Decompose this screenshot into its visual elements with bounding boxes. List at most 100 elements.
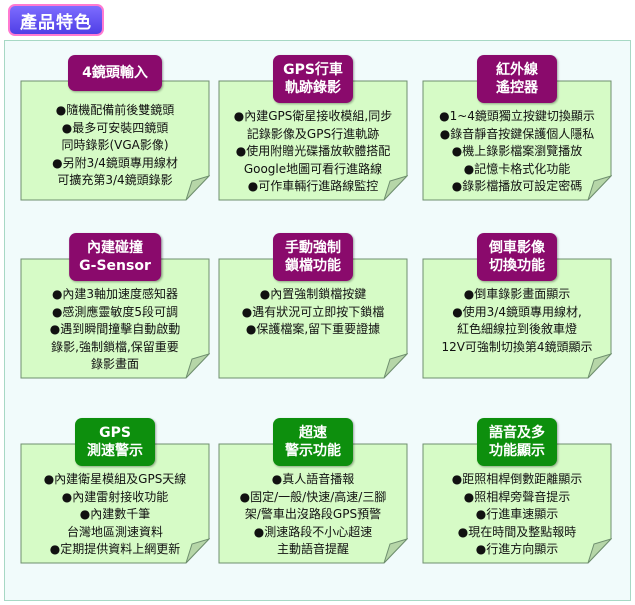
feature-title-badge: 紅外線遙控器 xyxy=(477,55,557,103)
feature-line: ●可作車輛行進路線監控 xyxy=(247,179,379,193)
feature-line: 記錄影像及GPS行進軌跡 xyxy=(246,126,380,141)
feature-title: 4鏡頭輸入 xyxy=(82,65,148,81)
feature-line: ●行進方向顯示 xyxy=(475,542,559,556)
feature-line: ●內置強制鎖檔按鍵 xyxy=(259,287,367,301)
feature-card: ●隨機配備前後雙鏡頭 ●最多可安裝四鏡頭同時錄影(VGA影像) ●另附3/4鏡頭專用… xyxy=(20,55,210,201)
feature-description: ●隨機配備前後雙鏡頭 ●最多可安裝四鏡頭同時錄影(VGA影像) ●另附3/4鏡頭專用… xyxy=(22,102,208,190)
section-title-tab: 產品特色 xyxy=(8,4,104,36)
sticky-note: ●內建衛星模組及GPS天線 ●內建雷射接收功能 ●內建數千筆台灣地區測速資料 ●定期提… xyxy=(20,443,210,564)
feature-line: ●定期提供資料上網更新 xyxy=(49,542,181,556)
feature-title: 內建碰撞 xyxy=(86,240,143,256)
feature-line: 可擴充第3/4鏡頭錄影 xyxy=(57,173,173,187)
feature-line: ●錄影檔播放可設定密碼 xyxy=(451,179,583,193)
feature-line: 架/警車出沒路段GPS預警 xyxy=(244,507,382,521)
feature-line: Google地圖可看行進路線 xyxy=(243,161,383,176)
feature-title: 測速警示 xyxy=(87,443,143,459)
feature-title: G-Sensor xyxy=(79,258,151,274)
feature-line: ●保護檔案,留下重要證據 xyxy=(245,322,381,336)
feature-title: 遙控器 xyxy=(496,80,538,96)
feature-line: ●內建3軸加速度感知器 xyxy=(51,287,179,301)
feature-description: ●內建衛星模組及GPS天線 ●內建雷射接收功能 ●內建數千筆台灣地區測速資料 ●定期提… xyxy=(22,471,208,559)
feature-title: GPS xyxy=(99,425,131,441)
sticky-note: ●隨機配備前後雙鏡頭 ●最多可安裝四鏡頭同時錄影(VGA影像) ●另附3/4鏡頭專用… xyxy=(20,80,210,201)
feature-line: ●內建GPS衛星接收模組,同步 xyxy=(233,109,393,123)
note-paper-icon xyxy=(20,443,210,564)
feature-line: ●遇到瞬間撞擊自動啟動 xyxy=(49,322,181,336)
feature-title: 手動強制 xyxy=(285,240,341,256)
sticky-note: ●1~4鏡頭獨立按鍵切換顯示 ●錄音靜音按鍵保護個人隱私 ●機上錄影檔案瀏覽播放 ●記… xyxy=(422,80,612,201)
feature-title: 倒車影像 xyxy=(489,240,545,256)
note-paper-icon xyxy=(422,258,612,379)
feature-line: ●內建數千筆 xyxy=(79,507,151,521)
feature-title-badge: 語音及多功能顯示 xyxy=(477,418,557,466)
feature-line: ●另附3/4鏡頭專用線材 xyxy=(52,155,178,170)
feature-title: 超速 xyxy=(299,425,327,441)
feature-title-badge: 超速警示功能 xyxy=(273,418,353,466)
feature-card: ●內置強制鎖檔按鍵●遇有狀況可立即按下鎖檔●保護檔案,留下重要證據手動強制鎖檔功… xyxy=(218,233,408,379)
feature-line: ●使用3/4鏡頭專用線材, xyxy=(452,304,582,319)
feature-line: ●測速路段不小心超速 xyxy=(253,524,373,539)
feature-title: GPS行車 xyxy=(283,62,343,78)
feature-title-badge: 手動強制鎖檔功能 xyxy=(273,233,353,281)
feature-title: 語音及多 xyxy=(489,425,545,441)
feature-title-badge: 4鏡頭輸入 xyxy=(68,55,162,91)
sticky-note: ●真人語音播報●固定/一般/快速/高速/三腳架/警車出沒路段GPS預警●測速路段… xyxy=(218,443,408,564)
note-paper-icon xyxy=(20,258,210,379)
feature-line: ●距照相桿倒數距離顯示 xyxy=(451,472,583,486)
feature-card: ●內建3軸加速度感知器 ●感測應靈敏度5段可調 ●遇到瞬間撞擊自動啟動錄影,強制鎖檔… xyxy=(20,233,210,379)
feature-line: ●倒車錄影畫面顯示 xyxy=(463,287,571,301)
sticky-note: ●內建3軸加速度感知器 ●感測應靈敏度5段可調 ●遇到瞬間撞擊自動啟動錄影,強制鎖檔… xyxy=(20,258,210,379)
note-paper-icon xyxy=(218,80,408,201)
feature-line: ●使用附贈光碟播放軟體搭配 xyxy=(235,144,391,158)
feature-line: 同時錄影(VGA影像) xyxy=(61,138,169,152)
feature-line: ●現在時間及整點報時 xyxy=(457,524,577,539)
feature-title: 功能顯示 xyxy=(489,443,545,459)
feature-title: 切換功能 xyxy=(489,258,545,274)
feature-title-badge: 內建碰撞 G-Sensor xyxy=(69,233,161,281)
feature-line: ●錄音靜音按鍵保護個人隱私 xyxy=(439,126,595,141)
feature-line: ●記憶卡格式化功能 xyxy=(463,161,571,176)
feature-line: ●遇有狀況可立即按下鎖檔 xyxy=(241,304,385,319)
feature-line: ●最多可安裝四鏡頭 xyxy=(61,120,169,135)
note-paper-icon xyxy=(218,258,408,379)
feature-description: ●距照相桿倒數距離顯示 ●照相桿旁聲音提示 ●行進車速顯示 ●現在時間及整點報時 ●行進… xyxy=(424,471,610,559)
feature-line: ●感測應靈敏度5段可調 xyxy=(51,304,179,319)
section-title: 產品特色 xyxy=(20,12,92,33)
feature-title-badge: GPS行車軌跡錄影 xyxy=(273,55,353,103)
feature-title: 軌跡錄影 xyxy=(285,80,341,96)
feature-card: ●內建衛星模組及GPS天線 ●內建雷射接收功能 ●內建數千筆台灣地區測速資料 ●定期提… xyxy=(20,418,210,564)
feature-card: ●真人語音播報●固定/一般/快速/高速/三腳架/警車出沒路段GPS預警●測速路段… xyxy=(218,418,408,564)
note-paper-icon xyxy=(20,80,210,201)
feature-line: ●內建衛星模組及GPS天線 xyxy=(43,472,187,486)
feature-line: 12V可強制切換第4鏡頭顯示 xyxy=(441,339,593,354)
feature-line: ●內建雷射接收功能 xyxy=(61,489,169,504)
feature-card: ●距照相桿倒數距離顯示 ●照相桿旁聲音提示 ●行進車速顯示 ●現在時間及整點報時 ●行進… xyxy=(422,418,612,564)
feature-description: ●真人語音播報●固定/一般/快速/高速/三腳架/警車出沒路段GPS預警●測速路段… xyxy=(220,471,406,559)
feature-line: ●照相桿旁聲音提示 xyxy=(463,489,571,504)
feature-title-badge: GPS 測速警示 xyxy=(75,418,155,466)
feature-line: ●固定/一般/快速/高速/三腳 xyxy=(239,489,387,504)
feature-line: 錄影,強制鎖檔,保留重要 xyxy=(51,339,179,354)
feature-line: 主動語音提醒 xyxy=(276,542,349,556)
sticky-note: ●內建GPS衛星接收模組,同步記錄影像及GPS行進軌跡 ●使用附贈光碟播放軟體搭配… xyxy=(218,80,408,201)
feature-description: ●內建GPS衛星接收模組,同步記錄影像及GPS行進軌跡 ●使用附贈光碟播放軟體搭配… xyxy=(220,108,406,196)
feature-line: ●隨機配備前後雙鏡頭 xyxy=(55,103,175,117)
feature-line: 錄影畫面 xyxy=(90,357,139,371)
note-paper-icon xyxy=(422,80,612,201)
feature-title: 紅外線 xyxy=(496,62,538,78)
feature-line: 台灣地區測速資料 xyxy=(66,524,163,539)
sticky-note: ●內置強制鎖檔按鍵 ●遇有狀況可立即按下鎖檔 ●保護檔案,留下重要證據 xyxy=(218,258,408,379)
feature-description: ●內置強制鎖檔按鍵 ●遇有狀況可立即按下鎖檔 ●保護檔案,留下重要證據 xyxy=(220,286,406,339)
feature-line: ●1~4鏡頭獨立按鍵切換顯示 xyxy=(439,109,595,123)
feature-title: 鎖檔功能 xyxy=(285,258,341,274)
feature-description: ●1~4鏡頭獨立按鍵切換顯示 ●錄音靜音按鍵保護個人隱私 ●機上錄影檔案瀏覽播放 ●記… xyxy=(424,108,610,196)
note-paper-icon xyxy=(422,443,612,564)
feature-title-badge: 倒車影像切換功能 xyxy=(477,233,557,281)
feature-line: ●行進車速顯示 xyxy=(475,507,559,521)
feature-card: ●1~4鏡頭獨立按鍵切換顯示 ●錄音靜音按鍵保護個人隱私 ●機上錄影檔案瀏覽播放 ●記… xyxy=(422,55,612,201)
feature-line: ●機上錄影檔案瀏覽播放 xyxy=(451,144,583,158)
note-paper-icon xyxy=(218,443,408,564)
